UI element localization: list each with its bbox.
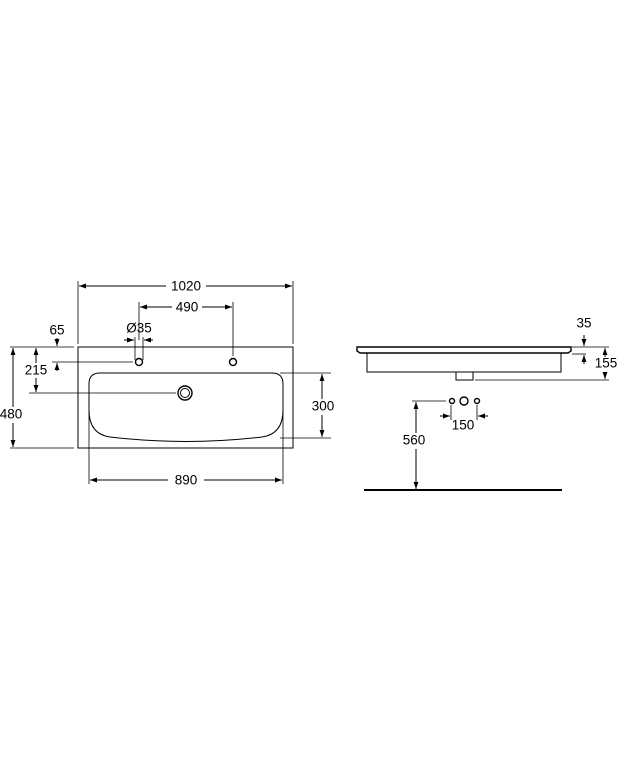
drain-inner xyxy=(180,388,190,398)
waste-hole xyxy=(459,396,469,406)
dim-back-to-drain: 215 xyxy=(25,363,48,378)
dim-bowl-width: 890 xyxy=(175,473,198,488)
dim-tap-diameter: Ø35 xyxy=(126,321,152,336)
supply-hole-right xyxy=(473,397,481,405)
bowl-outline xyxy=(88,372,284,442)
waste-outlet xyxy=(455,371,474,381)
top-view: 1020 490 Ø35 65 215 480 300 xyxy=(0,278,337,488)
dim-waste-height: 560 xyxy=(403,433,426,448)
dim-rim-thickness: 35 xyxy=(576,316,591,331)
dim-total-height: 155 xyxy=(595,356,618,371)
basin-rim xyxy=(356,346,572,354)
dim-overall-width: 1020 xyxy=(171,279,201,294)
dim-overall-depth: 480 xyxy=(0,407,22,422)
dim-rim-to-hole: 65 xyxy=(49,323,64,338)
dim-tap-spacing: 490 xyxy=(176,300,199,315)
tap-hole-right xyxy=(228,357,238,367)
basin-body xyxy=(366,353,562,373)
drain-outer xyxy=(177,385,193,401)
supply-hole-left xyxy=(448,397,456,405)
dim-waste-spacing: 150 xyxy=(452,418,475,433)
side-view: 35 155 150 560 xyxy=(356,316,618,491)
basin-outline xyxy=(77,346,294,449)
tap-hole-left xyxy=(134,357,144,367)
dim-bowl-depth: 300 xyxy=(312,399,335,414)
